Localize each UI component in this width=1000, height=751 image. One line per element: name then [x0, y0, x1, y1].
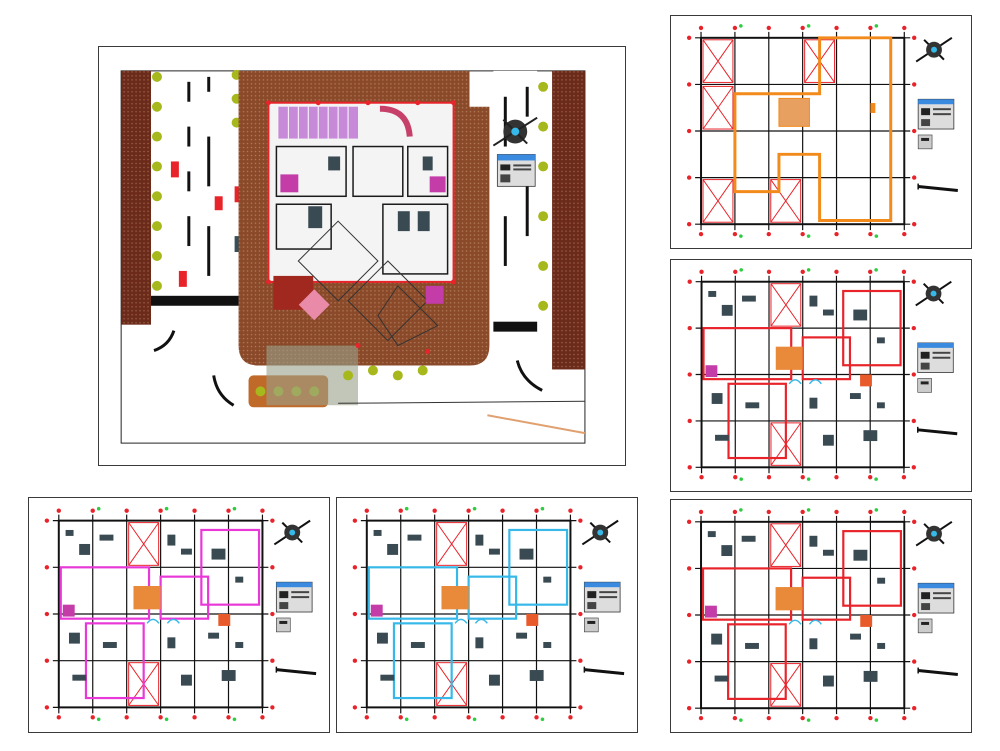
- grid-axes: [695, 31, 911, 231]
- column-markers: [265, 100, 457, 355]
- crosswalk: [151, 295, 239, 306]
- plan-drawing: [352, 506, 625, 722]
- column-markers: [686, 24, 917, 238]
- furniture: [707, 531, 886, 687]
- structural-outline: [733, 36, 893, 222]
- entrance-plaza: [266, 345, 359, 406]
- legend: [917, 618, 933, 634]
- plan-drawing: [687, 268, 958, 481]
- north-arrow: [581, 519, 619, 546]
- scale-bar: [275, 666, 317, 676]
- plan-drawing: [686, 24, 958, 238]
- legend: [584, 617, 599, 633]
- north-arrow: [273, 519, 311, 546]
- site-plan-drawing: [120, 69, 586, 444]
- column-markers: [352, 506, 583, 722]
- interior-walls: [275, 145, 449, 275]
- legend: [276, 617, 291, 633]
- floor-plan-sheet-right-middle: [670, 259, 972, 492]
- stair-core: [146, 618, 180, 624]
- stair-core: [788, 379, 822, 385]
- site-plan-sheet: [98, 46, 626, 466]
- right-road: [493, 70, 538, 340]
- floor-plan-sheet-bottom-right: [670, 499, 972, 733]
- furniture: [373, 529, 552, 686]
- north-arrow: [915, 280, 952, 307]
- column-markers: [686, 508, 917, 722]
- stair-core: [788, 619, 822, 625]
- scale-bar: [917, 426, 958, 436]
- column-markers: [687, 268, 916, 481]
- legend: [917, 378, 932, 393]
- title-block: [275, 581, 313, 613]
- plan-drawing: [44, 506, 317, 722]
- title-block: [917, 582, 955, 614]
- purple-block: [280, 174, 299, 193]
- turning-arrows: [153, 330, 543, 407]
- left-tree-row: [152, 71, 162, 291]
- column-markers: [44, 506, 275, 722]
- structural-plan-sheet: [670, 15, 972, 249]
- furniture: [65, 529, 244, 686]
- stair-core: [454, 618, 488, 624]
- title-block: [496, 154, 536, 187]
- north-arrow: [915, 36, 953, 63]
- road-lane-marks: [187, 76, 211, 276]
- floor-plan-sheet-bottom-center: [336, 497, 638, 733]
- furniture: [708, 290, 885, 446]
- title-block: [917, 342, 954, 373]
- north-arrow: [915, 520, 953, 547]
- furniture: [308, 156, 433, 232]
- scale-bar: [917, 667, 958, 676]
- legend: [917, 134, 933, 150]
- title-block: [583, 581, 621, 613]
- curved-stair: [379, 105, 413, 137]
- plan-drawing: [686, 508, 958, 722]
- floor-plan-sheet-bottom-left: [28, 497, 330, 733]
- north-arrow: [492, 116, 538, 147]
- title-block: [917, 98, 955, 130]
- scale-bar: [583, 666, 625, 676]
- scale-bar: [917, 183, 958, 192]
